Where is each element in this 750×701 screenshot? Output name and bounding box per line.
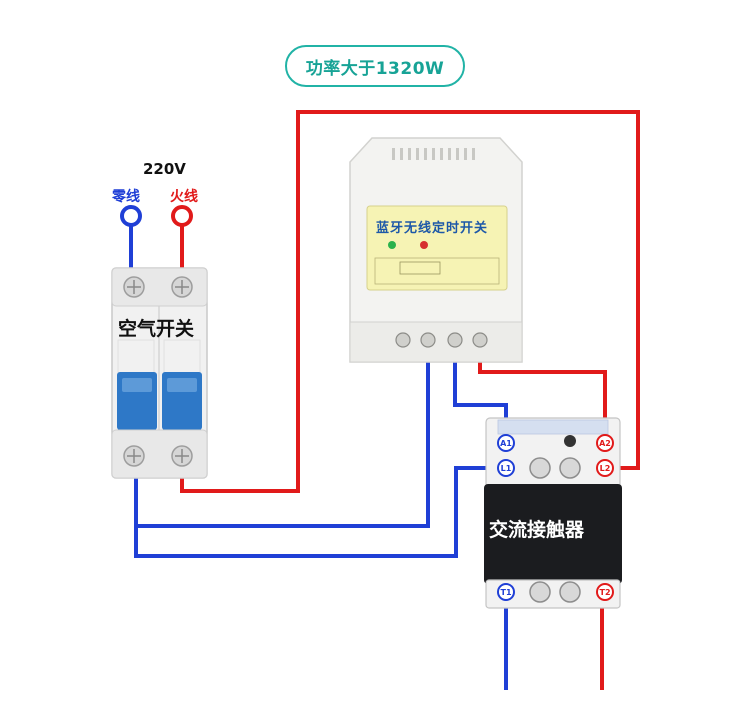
neutral-input-terminal [120, 205, 142, 227]
air-breaker-label: 空气开关 [118, 318, 195, 340]
diagram-title: 功率大于1320W [285, 45, 465, 87]
air-breaker [111, 267, 208, 479]
live-label: 火线 [170, 189, 198, 205]
terminal-t2: T2 [596, 583, 614, 601]
timer-module [349, 137, 523, 363]
timer-module-label: 蓝牙无线定时开关 [376, 221, 489, 236]
ac-contactor [484, 417, 622, 609]
terminal-t1: T1 [497, 583, 515, 601]
voltage-label: 220V [143, 160, 186, 178]
neutral-label: 零线 [112, 189, 140, 205]
contactor-label: 交流接触器 [489, 519, 585, 541]
terminal-a1: A1 [497, 434, 515, 452]
breaker-neutral-out-wire [134, 350, 430, 528]
neutral-to-l1-wire [134, 466, 500, 558]
breaker-live-out-wire [180, 110, 640, 493]
terminal-l1: L1 [497, 459, 515, 477]
terminal-l2: L2 [596, 459, 614, 477]
terminal-a2: A2 [596, 434, 614, 452]
live-input-terminal [171, 205, 193, 227]
blue-wires [129, 224, 508, 690]
